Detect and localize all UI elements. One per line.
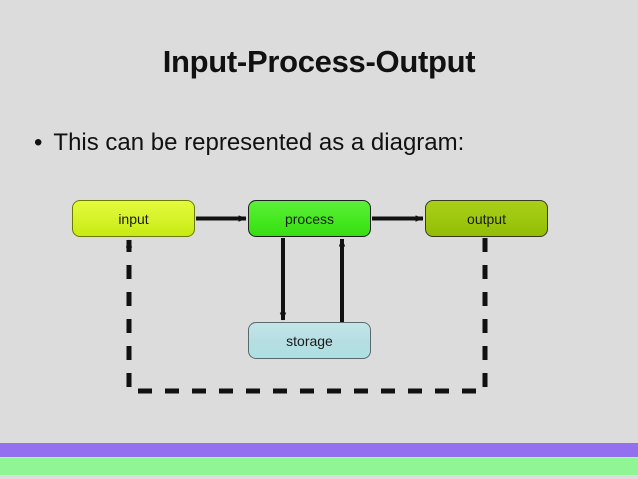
- footer-gray-strip: [0, 475, 638, 479]
- bullet-marker-icon: •: [34, 129, 43, 156]
- diagram-node-storage-label: storage: [286, 332, 333, 349]
- diagram-node-input[interactable]: input: [72, 200, 195, 237]
- diagram-node-input-label: input: [118, 210, 149, 227]
- connector-output-to-input-feedback: [125, 238, 488, 394]
- diagram-node-process-label: process: [284, 210, 335, 227]
- diagram-node-storage[interactable]: storage: [248, 322, 371, 359]
- diagram-node-process[interactable]: process: [248, 200, 371, 237]
- footer-green-bar: [0, 458, 638, 475]
- bullet-item-label: This can be represented as a diagram:: [53, 129, 465, 156]
- bullet-list-item: • This can be represented as a diagram:: [34, 129, 465, 156]
- footer-purple-bar: [0, 443, 638, 457]
- diagram-node-output-label: output: [467, 210, 506, 227]
- page-title: Input-Process-Output: [162, 44, 476, 79]
- diagram-node-output[interactable]: output: [425, 200, 548, 237]
